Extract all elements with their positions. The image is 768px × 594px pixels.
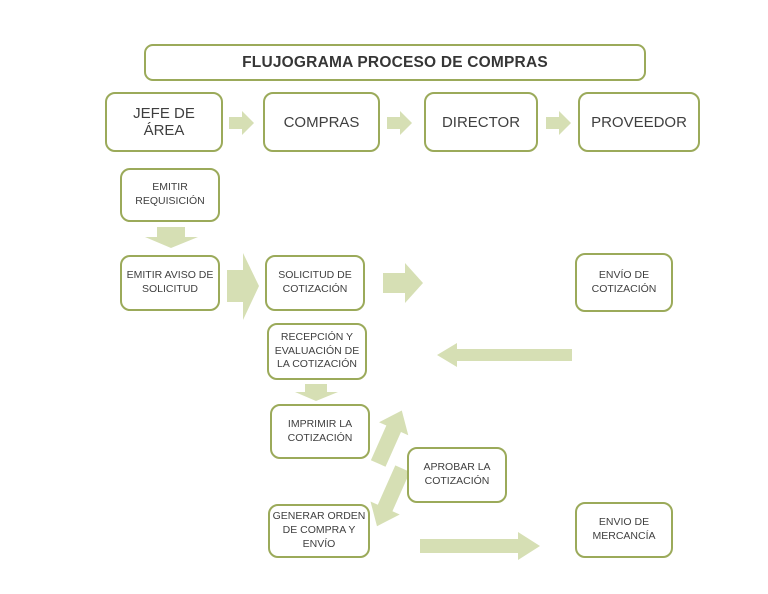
node-solicitud-cotizacion: SOLICITUD DE COTIZACIÓN	[265, 255, 365, 311]
node-label: RECEPCIÓN Y EVALUACIÓN DE LA COTIZACIÓN	[274, 330, 360, 371]
node-aprobar-cotizacion: APROBAR LA COTIZACIÓN	[407, 447, 507, 503]
column-header-jefe-de-area: JEFE DE ÁREA	[105, 92, 223, 152]
column-header-director: DIRECTOR	[424, 92, 538, 152]
column-header-label: JEFE DE ÁREA	[133, 105, 195, 139]
arrow-generar-to-envio-mercancia-icon	[420, 532, 540, 560]
node-label: ENVÍO DE COTIZACIÓN	[591, 268, 657, 295]
column-header-label: DIRECTOR	[441, 113, 521, 131]
arrow-recepcion-to-imprimir-icon	[295, 384, 338, 401]
arrow-imprimir-to-aprobar-icon	[370, 410, 409, 467]
node-label: EMITIR AVISO DE SOLICITUD	[126, 269, 214, 295]
node-label: APROBAR LA COTIZACIÓN	[423, 461, 491, 487]
arrow-aviso-to-solicitud-icon	[227, 253, 259, 320]
arrow-requisicion-to-aviso-icon	[145, 227, 198, 248]
node-emitir-requisicion: EMITIR REQUISICIÓN	[120, 168, 220, 222]
arrow-aprobar-to-generar-icon	[370, 465, 410, 527]
node-label: GENERAR ORDEN DE COMPRA Y ENVÍO	[272, 510, 366, 550]
column-header-proveedor: PROVEEDOR	[578, 92, 700, 152]
node-generar-orden: GENERAR ORDEN DE COMPRA Y ENVÍO	[268, 504, 370, 558]
node-envio-mercancia: ENVIO DE MERCANCÍA	[575, 502, 673, 558]
column-header-label: PROVEEDOR	[591, 113, 687, 131]
column-header-label: COMPRAS	[283, 113, 360, 131]
column-header-compras: COMPRAS	[263, 92, 380, 152]
arrow-solicitud-out-icon	[383, 263, 423, 303]
node-imprimir-cotizacion: IMPRIMIR LA COTIZACIÓN	[270, 404, 370, 459]
node-label: EMITIR REQUISICIÓN	[135, 181, 205, 207]
node-emitir-aviso-solicitud: EMITIR AVISO DE SOLICITUD	[120, 255, 220, 311]
node-label: IMPRIMIR LA COTIZACIÓN	[287, 417, 353, 444]
arrow-jefe-to-compras-icon	[229, 111, 254, 135]
node-envio-cotizacion: ENVÍO DE COTIZACIÓN	[575, 253, 673, 312]
node-label: ENVIO DE MERCANCÍA	[592, 516, 656, 542]
node-label: SOLICITUD DE COTIZACIÓN	[278, 269, 352, 295]
page-title: FLUJOGRAMA PROCESO DE COMPRAS	[242, 53, 548, 71]
title-box: FLUJOGRAMA PROCESO DE COMPRAS	[144, 44, 646, 81]
arrow-director-to-proveedor-icon	[546, 111, 571, 135]
arrow-envio-cotizacion-to-recepcion-icon	[437, 343, 572, 367]
arrow-compras-to-director-icon	[387, 111, 412, 135]
node-recepcion-evaluacion: RECEPCIÓN Y EVALUACIÓN DE LA COTIZACIÓN	[267, 323, 367, 380]
